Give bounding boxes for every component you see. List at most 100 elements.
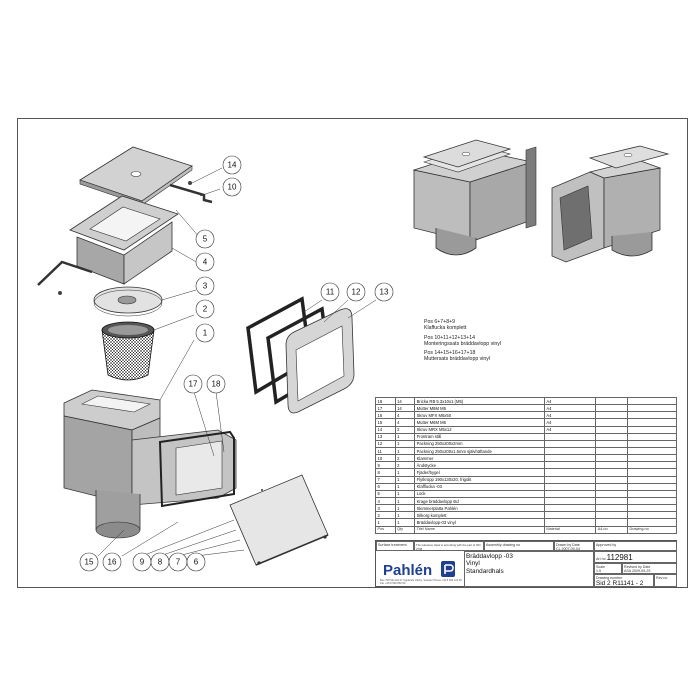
callout-13: 13 — [380, 288, 389, 297]
note-line: Klaffucka komplett — [424, 325, 467, 332]
parts-cell-material — [543, 468, 597, 477]
assembly-drawing-label: Assembly drawing no — [484, 541, 554, 551]
callout-14: 14 — [228, 161, 237, 170]
parts-cell-material — [543, 475, 597, 484]
callout-18: 18 — [212, 380, 221, 389]
parts-cell-name: Ändstycke — [414, 461, 545, 470]
callout-1: 1 — [203, 329, 208, 338]
title-line-2: Vinyl — [466, 560, 480, 567]
parts-cell-drawing — [627, 454, 677, 463]
parts-cell-material — [543, 489, 597, 498]
drawing-title: Bräddavlopp -03 Vinyl Standardhals — [464, 551, 594, 587]
parts-cell-qty: 1 — [394, 518, 416, 527]
assembly-notes: Pos 6+7+8+9 Klaffucka komplett Pos 10+11… — [424, 319, 501, 363]
parts-cell-pos: 8 — [375, 468, 396, 477]
revision-number-label: Rev no — [654, 574, 677, 587]
callout-2: 2 — [203, 305, 208, 314]
callout-6: 6 — [194, 558, 199, 567]
callout-3: 3 — [203, 282, 208, 291]
parts-cell-qty: 1 — [394, 504, 416, 513]
parts-cell-name: Klammer — [414, 454, 545, 463]
parts-cell-name: Bräddavlopp-03 vinyl — [414, 518, 545, 527]
parts-cell-name: Skimmerplatta Pahlén — [414, 504, 545, 513]
callout-15: 15 — [85, 558, 94, 567]
parts-cell-drawing — [627, 489, 677, 498]
parts-cell-std — [595, 489, 628, 498]
parts-cell-pos: 9 — [375, 461, 396, 470]
parts-cell-std — [595, 496, 628, 506]
parts-cell-std — [595, 504, 628, 513]
parts-cell-std — [595, 518, 628, 527]
callout-balloons — [79, 155, 394, 572]
parts-cell-name: Fjäder/bygel — [414, 468, 545, 477]
parts-cell-drawing — [627, 418, 677, 427]
parts-cell-qty: 14 — [394, 396, 416, 406]
parts-cell-pos: 15 — [375, 418, 396, 427]
parts-cell-drawing — [627, 446, 677, 456]
parts-cell-pos: 10 — [375, 454, 396, 463]
parts-cell-name: Bricka RB 5.3x10x1 (M5) — [414, 396, 545, 406]
parts-cell-qty: 1 — [394, 468, 416, 477]
parts-cell-qty: 1 — [394, 482, 416, 491]
parts-cell-qty: Qty — [394, 525, 416, 534]
parts-cell-material — [543, 461, 597, 470]
parts-cell-pos: 7 — [375, 475, 396, 484]
parts-cell-qty: 2 — [394, 454, 416, 463]
parts-cell-material — [543, 454, 597, 463]
parts-cell-name: Lock — [414, 489, 545, 498]
parts-cell-drawing — [627, 496, 677, 506]
lid-part — [79, 146, 193, 206]
clamp-parts — [37, 181, 213, 295]
parts-cell-drawing — [627, 461, 677, 470]
callout-12: 12 — [352, 288, 361, 297]
parts-cell-qty: 1 — [394, 511, 416, 520]
surface-treatment-label: Surface treatment — [376, 541, 414, 551]
parts-cell-drawing: Drawing.no — [627, 525, 677, 534]
parts-cell-std — [595, 454, 628, 463]
flap-door-part — [229, 474, 329, 566]
parts-cell-qty: 1 — [394, 432, 416, 441]
parts-cell-material — [543, 482, 597, 491]
parts-cell-material — [543, 446, 597, 456]
leader-lines — [97, 167, 377, 557]
parts-cell-qty: 2 — [394, 461, 416, 470]
parts-cell-drawing — [627, 432, 677, 441]
parts-cell-std — [595, 511, 628, 520]
parts-cell-std — [595, 468, 628, 477]
parts-cell-material — [543, 518, 597, 527]
parts-cell-drawing — [627, 411, 677, 420]
parts-cell-material: A4 — [543, 411, 597, 420]
title-block: Surface treatment The tolerance class is… — [375, 540, 677, 587]
parts-cell-material: Material — [543, 525, 597, 534]
parts-cell-drawing — [627, 396, 677, 406]
parts-cell-name: Mutter M6M M6 — [414, 418, 545, 427]
parts-cell-pos: 16 — [375, 411, 396, 420]
parts-cell-std — [595, 432, 628, 441]
parts-cell-std — [595, 482, 628, 491]
parts-cell-name: Klafflucka -03 — [414, 482, 545, 491]
parts-cell-qty: 1 — [394, 446, 416, 456]
parts-cell-pos: 17 — [375, 404, 396, 413]
skimmer-body-part — [63, 389, 237, 539]
parts-cell-drawing — [627, 511, 677, 520]
callout-10: 10 — [228, 183, 237, 192]
parts-cell-qty: 4 — [394, 418, 416, 427]
parts-cell-std — [595, 418, 628, 427]
parts-cell-qty: 1 — [394, 475, 416, 484]
front-frame-part — [285, 308, 355, 414]
parts-cell-pos: Pos — [375, 525, 396, 534]
